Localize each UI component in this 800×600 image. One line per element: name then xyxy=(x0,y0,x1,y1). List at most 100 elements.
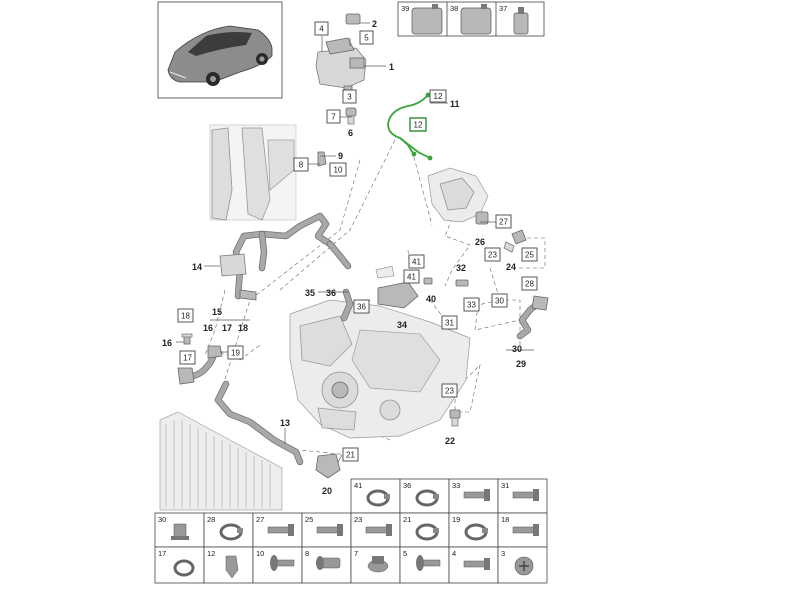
callout-box-21[interactable]: 21 xyxy=(342,447,359,462)
callout-box-12-top[interactable]: 12 xyxy=(429,89,447,103)
callout-label: 5 xyxy=(364,34,369,43)
callout-1[interactable]: 1 xyxy=(389,62,394,72)
fluid-container-38[interactable]: 38 xyxy=(450,4,492,35)
callout-18-group[interactable]: 18 xyxy=(238,323,248,333)
callout-20[interactable]: 20 xyxy=(322,486,332,496)
fluid-container-37[interactable]: 37 xyxy=(499,4,529,35)
callout-24[interactable]: 24 xyxy=(506,262,516,272)
fitting-40-part xyxy=(423,277,433,285)
callout-box-33[interactable]: 33 xyxy=(463,297,480,312)
callout-box-3[interactable]: 3 xyxy=(342,89,357,104)
bolt-icon xyxy=(463,558,490,570)
callout-14[interactable]: 14 xyxy=(192,262,202,272)
small-part-number: 3 xyxy=(501,549,505,558)
small-part-7[interactable]: 7 xyxy=(350,546,401,584)
callout-box-17[interactable]: 17 xyxy=(179,350,196,365)
coolant-line-13[interactable] xyxy=(214,380,304,466)
small-part-30[interactable]: 30 xyxy=(154,512,205,548)
callout-box-31[interactable]: 31 xyxy=(441,315,458,330)
callout-box-4[interactable]: 4 xyxy=(314,21,329,36)
small-part-18[interactable]: 18 xyxy=(497,512,548,548)
small-part-5[interactable]: 5 xyxy=(399,546,450,584)
callout-29[interactable]: 29 xyxy=(516,359,526,369)
small-part-number: 41 xyxy=(354,481,362,490)
callout-2[interactable]: 2 xyxy=(372,19,377,29)
callout-box-5[interactable]: 5 xyxy=(359,30,374,45)
small-part-27[interactable]: 27 xyxy=(252,512,303,548)
callout-box-41-b[interactable]: 41 xyxy=(403,269,420,284)
callout-16-group[interactable]: 16 xyxy=(203,323,213,333)
callout-box-19[interactable]: 19 xyxy=(227,345,244,360)
small-part-10[interactable]: 10 xyxy=(252,546,303,584)
small-part-23[interactable]: 23 xyxy=(350,512,401,548)
small-part-number: 18 xyxy=(501,515,509,524)
radiator[interactable] xyxy=(159,411,283,511)
callout-box-18[interactable]: 18 xyxy=(177,308,194,323)
callout-9[interactable]: 9 xyxy=(338,151,343,161)
coolant-expansion-tank[interactable] xyxy=(315,13,367,97)
callout-box-36[interactable]: 36 xyxy=(353,299,370,314)
fluid-container-39[interactable]: 39 xyxy=(401,4,443,35)
small-part-4[interactable]: 4 xyxy=(448,546,499,584)
callout-box-8[interactable]: 8 xyxy=(293,157,309,172)
auxiliary-pump-34[interactable] xyxy=(375,265,419,309)
callout-box-30[interactable]: 30 xyxy=(491,293,508,308)
small-part-number: 33 xyxy=(452,481,460,490)
small-part-41[interactable]: 41 xyxy=(350,478,401,514)
coolant-hose-29[interactable] xyxy=(516,295,549,340)
clip-icon xyxy=(225,555,239,579)
callout-box-10[interactable]: 10 xyxy=(329,162,347,177)
callout-box-7[interactable]: 7 xyxy=(326,109,341,124)
callout-36[interactable]: 36 xyxy=(326,288,336,298)
callout-40[interactable]: 40 xyxy=(426,294,436,304)
hose-clamp-icon xyxy=(366,489,390,507)
callout-15[interactable]: 15 xyxy=(212,307,222,317)
callout-box-12-highlighted[interactable]: 12 xyxy=(409,117,427,132)
callout-26[interactable]: 26 xyxy=(475,237,485,247)
bracket-part xyxy=(317,151,327,167)
small-part-33[interactable]: 33 xyxy=(448,478,499,514)
engine-block[interactable] xyxy=(289,299,471,439)
callout-label: 31 xyxy=(445,319,454,328)
bottle-icon xyxy=(513,7,529,35)
small-part-3[interactable]: 3 xyxy=(497,546,548,584)
callout-17-group[interactable]: 17 xyxy=(222,323,232,333)
small-part-28[interactable]: 28 xyxy=(203,512,254,548)
small-part-17[interactable]: 17 xyxy=(154,546,205,584)
coolant-hose-17[interactable] xyxy=(177,345,223,385)
callout-32[interactable]: 32 xyxy=(456,263,466,273)
callout-6[interactable]: 6 xyxy=(348,128,353,138)
small-part-25[interactable]: 25 xyxy=(301,512,352,548)
callout-box-23-center[interactable]: 23 xyxy=(441,383,458,398)
callout-34[interactable]: 34 xyxy=(397,320,407,330)
callout-16[interactable]: 16 xyxy=(162,338,172,348)
hose-clamp-icon xyxy=(464,523,488,541)
small-part-8[interactable]: 8 xyxy=(301,546,352,584)
highlighted-hose-12[interactable] xyxy=(387,92,433,161)
small-part-19[interactable]: 19 xyxy=(448,512,499,548)
small-part-number: 17 xyxy=(158,549,166,558)
hose-36-part xyxy=(340,288,354,322)
flange-bolt-icon xyxy=(416,555,441,571)
callout-11[interactable]: 11 xyxy=(450,99,460,109)
vehicle-thumbnail[interactable] xyxy=(157,1,283,99)
small-part-21[interactable]: 21 xyxy=(399,512,450,548)
callout-box-27[interactable]: 27 xyxy=(495,214,512,229)
callout-label: 10 xyxy=(334,166,343,175)
callout-35[interactable]: 35 xyxy=(305,288,315,298)
callout-box-41-a[interactable]: 41 xyxy=(408,254,425,269)
callout-30[interactable]: 30 xyxy=(512,344,522,354)
small-part-36[interactable]: 36 xyxy=(399,478,450,514)
callout-box-23-right[interactable]: 23 xyxy=(484,247,501,262)
callout-box-28[interactable]: 28 xyxy=(521,276,538,291)
callout-box-25[interactable]: 25 xyxy=(521,247,538,262)
small-part-12[interactable]: 12 xyxy=(203,546,254,584)
callout-13[interactable]: 13 xyxy=(280,418,290,428)
callout-22[interactable]: 22 xyxy=(445,436,455,446)
thermostat-housing-20[interactable] xyxy=(315,453,341,479)
small-part-number: 12 xyxy=(207,549,215,558)
fitting-32-part xyxy=(455,279,469,287)
small-part-31[interactable]: 31 xyxy=(497,478,548,514)
coolant-pipe-assembly-14[interactable] xyxy=(219,212,352,301)
callout-label: 12 xyxy=(414,121,423,130)
